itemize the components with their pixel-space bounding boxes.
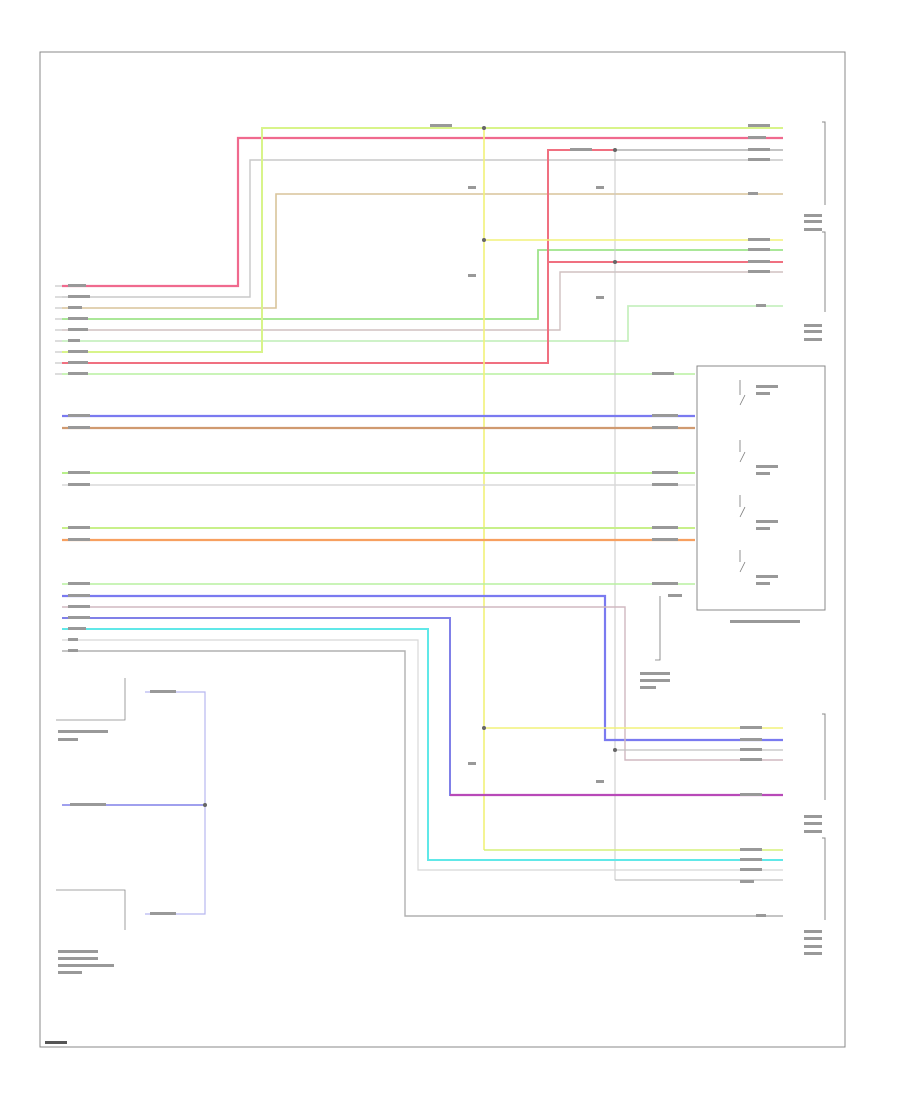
switch-harness-wires xyxy=(62,414,695,585)
left-modules xyxy=(56,678,126,930)
wire-color-labels xyxy=(45,124,822,1044)
upper-harness-wires xyxy=(62,127,783,880)
lower-harness-wires xyxy=(62,594,783,917)
diagram-border xyxy=(39,51,846,1048)
left-connector-pins xyxy=(55,285,62,375)
right-devices xyxy=(696,121,826,920)
switch-block xyxy=(696,365,826,611)
switch-contacts xyxy=(655,380,746,661)
splice-points xyxy=(203,126,617,807)
